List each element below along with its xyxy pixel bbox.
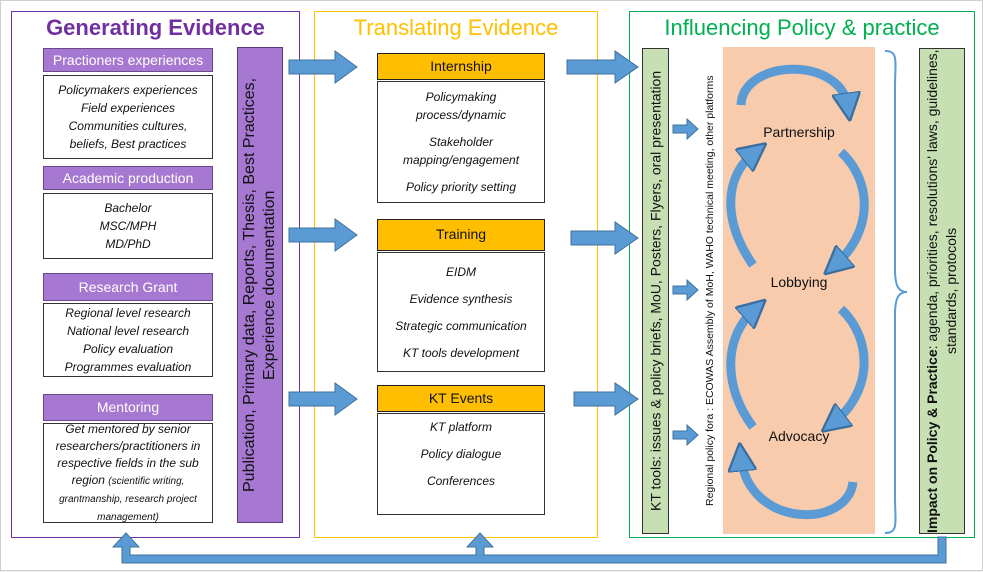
- arrow-right-small-icon: [672, 117, 699, 141]
- mentoring-box: Get mentored by senior researchers/pract…: [43, 421, 213, 526]
- research-item: National level research: [66, 324, 190, 338]
- academic-item: Bachelor: [104, 201, 152, 215]
- training-item: Evidence synthesis: [409, 291, 513, 306]
- cycle-arrow-upper-right: [835, 148, 869, 265]
- internship-header: Internship: [377, 53, 545, 80]
- practitioners-box: Policymakers experiences Field experienc…: [43, 75, 213, 159]
- cycle-arrows: [726, 64, 869, 520]
- training-item: EIDM: [446, 264, 476, 279]
- arrow-right-icon: [573, 382, 639, 416]
- generating-evidence-title: Generating Evidence: [46, 15, 265, 40]
- training-item: KT tools development: [402, 345, 520, 360]
- academic-header: Academic production: [43, 166, 213, 190]
- research-box: Regional level research National level r…: [43, 303, 213, 377]
- internship-item: Stakeholder mapping/engagement: [402, 135, 520, 167]
- practitioners-header: Practioners experiences: [43, 48, 213, 72]
- cycle-arrow-lower-right: [833, 305, 869, 423]
- cycle-arrow-lower-left: [726, 309, 755, 430]
- kt-events-header: KT Events: [377, 385, 545, 412]
- generating-evidence-panel: [11, 11, 300, 538]
- academic-item: MD/PhD: [105, 237, 151, 251]
- arrow-right-small-icon: [672, 423, 699, 447]
- translating-evidence-panel: [314, 11, 598, 538]
- practitioners-item: Policymakers experiences: [58, 83, 198, 97]
- research-header: Research Grant: [43, 273, 213, 301]
- feedback-loop-arrow: [111, 532, 947, 564]
- translating-evidence-title: Translating Evidence: [353, 15, 559, 40]
- kt-events-box: KT platform Policy dialogue Conferences: [377, 413, 545, 515]
- kt-events-item: Policy dialogue: [420, 447, 502, 461]
- cycle-label-lobbying: Lobbying: [770, 274, 828, 290]
- internship-item: Policymaking process/dynamic: [415, 90, 507, 122]
- cycle-arrow-upper-left: [726, 152, 755, 268]
- practitioners-item: beliefs, Best practices: [69, 137, 187, 151]
- mentoring-text: Get mentored by senior researchers/pract…: [48, 421, 208, 526]
- cycle-label-advocacy: Advocacy: [768, 428, 830, 444]
- mentoring-header: Mentoring: [43, 394, 213, 421]
- internship-box: Policymaking process/dynamic Stakeholder…: [377, 81, 545, 203]
- cycle-label-partnership: Partnership: [763, 124, 835, 140]
- training-box: EIDM Evidence synthesis Strategic commun…: [377, 252, 545, 372]
- arrow-right-icon: [288, 50, 358, 84]
- academic-item: MSC/MPH: [99, 219, 157, 233]
- arrow-right-icon: [288, 218, 358, 252]
- arrow-right-icon: [566, 50, 639, 84]
- internship-item: Policy priority setting: [405, 180, 517, 194]
- cycle-arrow-bottom: [741, 457, 858, 520]
- research-item: Regional level research: [65, 306, 191, 320]
- cycle-arrow-top: [736, 64, 848, 107]
- practitioners-item: Field experiences: [80, 101, 176, 115]
- training-header: Training: [377, 219, 545, 251]
- academic-box: Bachelor MSC/MPH MD/PhD: [43, 193, 213, 259]
- arrow-right-small-icon: [672, 278, 699, 302]
- research-item: Policy evaluation: [82, 342, 174, 356]
- kt-events-item: KT platform: [429, 420, 492, 434]
- influencing-policy-panel: [629, 11, 975, 538]
- mentoring-small-text: (scientific writing, grantmanship, resea…: [59, 475, 197, 523]
- research-item: Programmes evaluation: [64, 360, 192, 374]
- practitioners-item: Communities cultures,: [68, 119, 188, 133]
- mentoring-main-text: Get mentored by senior researchers/pract…: [55, 421, 201, 487]
- kt-events-item: Conferences: [426, 474, 496, 488]
- arrow-right-icon: [570, 221, 639, 255]
- influencing-policy-title: Influencing Policy & practice: [664, 15, 940, 40]
- arrow-right-icon: [288, 382, 358, 416]
- impact-brace: [884, 50, 908, 534]
- training-item: Strategic communication: [395, 318, 527, 333]
